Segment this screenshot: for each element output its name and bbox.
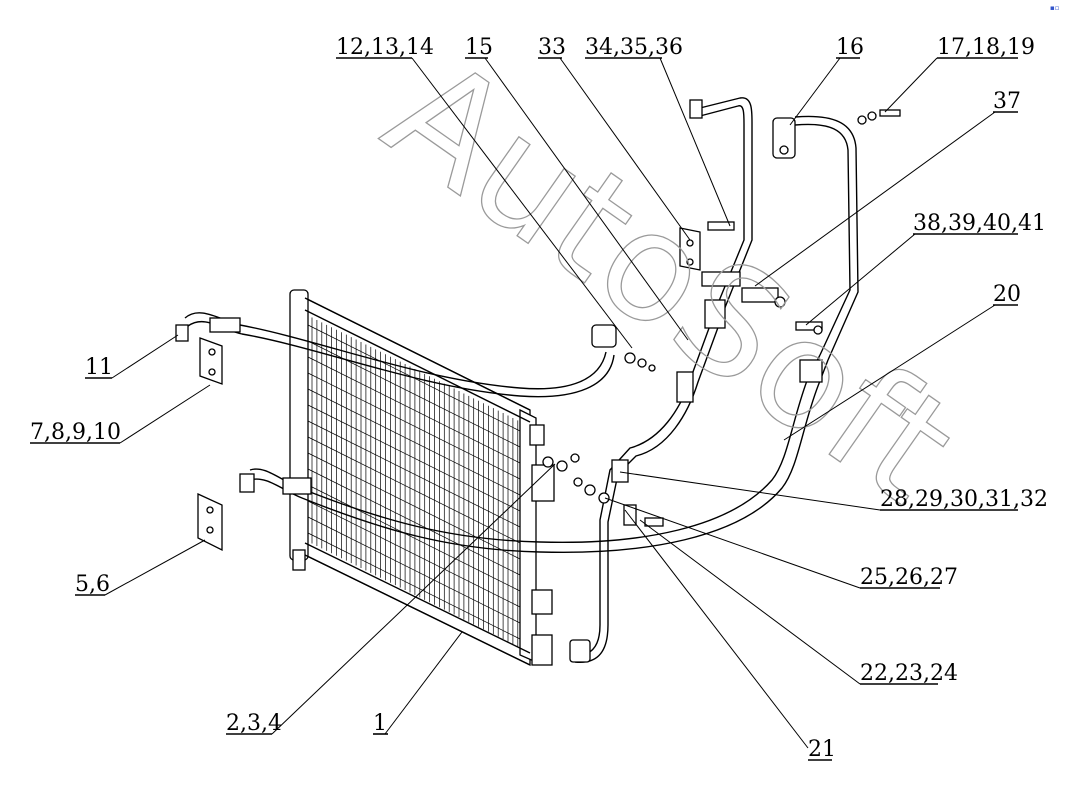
label-11: 11 <box>85 355 113 380</box>
label-5-6: 5,6 <box>75 572 110 597</box>
fitting-16 <box>772 117 796 159</box>
fitting-11 <box>175 324 189 342</box>
label-1: 1 <box>373 711 387 736</box>
label-25-26-27: 25,26,27 <box>860 565 958 590</box>
corner-mark: ▪▫ <box>1050 4 1060 12</box>
condenser-core <box>289 289 555 667</box>
pipes <box>175 97 901 663</box>
fitting-5 <box>239 473 255 493</box>
label-38-39-40-41: 38,39,40,41 <box>913 211 1046 236</box>
bracket-5-6 <box>197 492 223 552</box>
label-34-35-36: 34,35,36 <box>585 35 683 60</box>
condenser-fins <box>307 317 524 649</box>
bracket-7-10 <box>199 337 223 385</box>
right-tank <box>519 408 537 663</box>
label-16: 16 <box>836 35 864 60</box>
label-33: 33 <box>538 35 566 60</box>
label-2-3-4: 2,3,4 <box>226 711 282 736</box>
callout-labels: 12,13,14 15 33 34,35,36 16 17,18,19 37 3… <box>30 35 1048 762</box>
bracket-34 <box>679 227 701 271</box>
label-22-23-24: 22,23,24 <box>860 661 958 686</box>
label-12-13-14: 12,13,14 <box>336 35 434 60</box>
connector-37 <box>701 271 741 287</box>
bracket-upper-right <box>531 464 555 502</box>
label-21: 21 <box>808 737 836 762</box>
label-20: 20 <box>993 282 1021 307</box>
label-17-18-19: 17,18,19 <box>937 35 1035 60</box>
label-7-8-9-10: 7,8,9,10 <box>30 420 121 445</box>
fitting-12 <box>591 324 617 348</box>
label-37: 37 <box>993 89 1021 114</box>
left-tank <box>289 289 309 561</box>
leader-lines <box>104 57 996 749</box>
label-28-29-30-31-32: 28,29,30,31,32 <box>880 487 1048 512</box>
label-15: 15 <box>465 35 493 60</box>
fitting-28 <box>611 459 629 483</box>
